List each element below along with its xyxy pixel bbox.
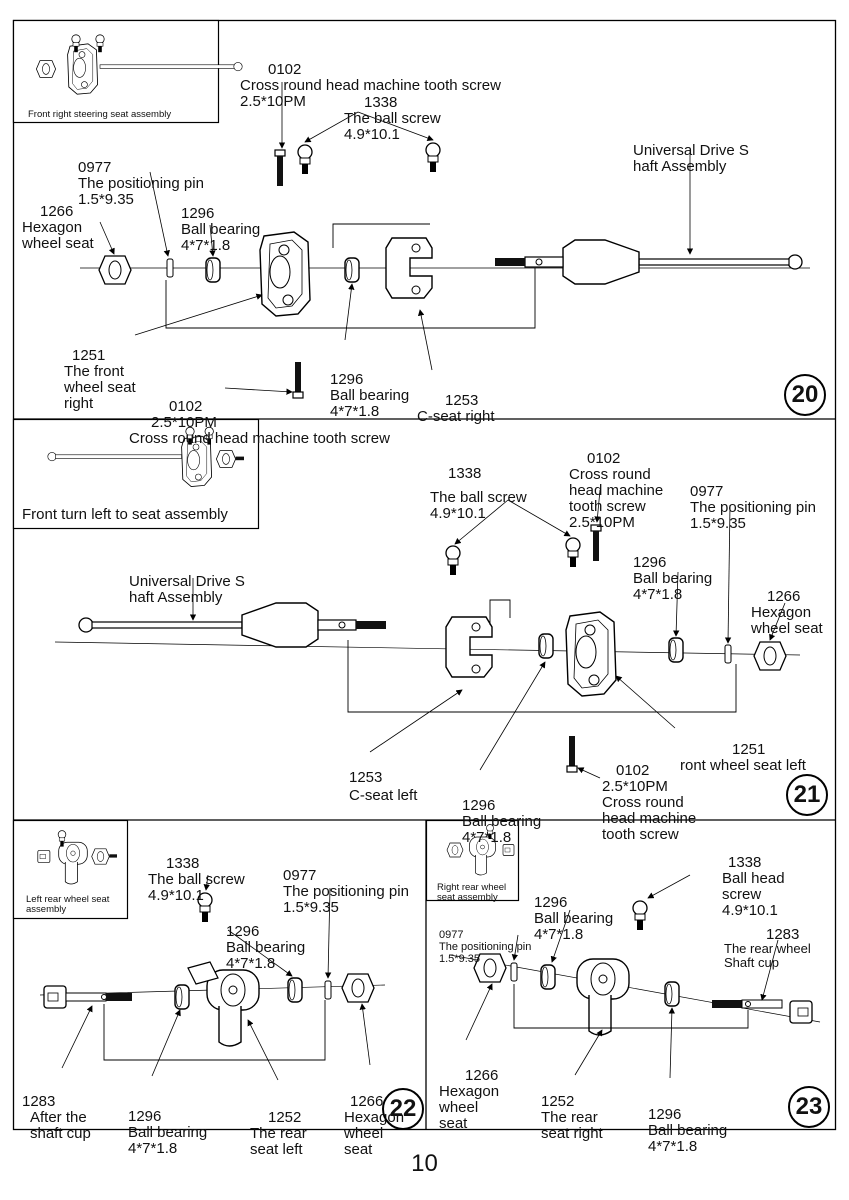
step-23-drawing xyxy=(425,819,821,1079)
step-21-number: 21 xyxy=(786,774,828,816)
step-22-drawing xyxy=(12,819,386,1081)
step-23-number: 23 xyxy=(788,1086,830,1128)
step-20-drawing xyxy=(12,19,810,399)
step-20-inset-caption: Front right steering seat assembly xyxy=(28,109,172,120)
step-20-number: 20 xyxy=(784,374,826,416)
page-frame xyxy=(12,19,837,1131)
step-21-inset-caption: Front turn left to seat assembly xyxy=(22,506,228,523)
page-number: 10 xyxy=(411,1150,438,1177)
step-22-number: 22 xyxy=(382,1088,424,1130)
step-22-inset-caption: Left rear wheel seat assembly xyxy=(26,894,110,915)
step-23-inset-caption: Right rear wheel seat assembly xyxy=(437,882,507,903)
step-21-drawing xyxy=(12,418,801,779)
